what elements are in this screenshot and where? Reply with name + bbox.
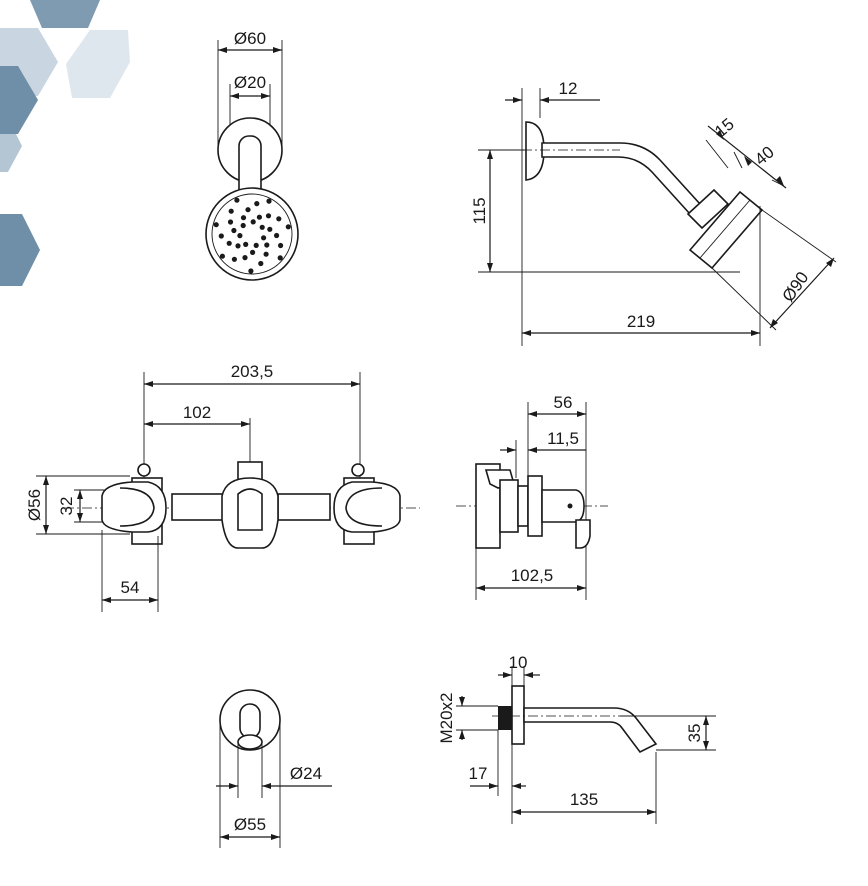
nozzle-dot <box>227 219 234 225</box>
dim-drop: 35 <box>685 724 704 743</box>
nozzle-dot <box>237 233 243 239</box>
nozzle-dot <box>250 219 256 225</box>
spout-pipe <box>523 707 658 754</box>
dim-flange-width: 12 <box>559 79 578 98</box>
dim-center-height: 32 <box>57 497 76 516</box>
nozzle-dot <box>274 232 280 239</box>
shower-head-front-view: Ø60 Ø20 <box>205 29 299 281</box>
nozzle-dot <box>265 213 272 219</box>
nozzle-dot <box>285 224 291 230</box>
dim-inner-diameter: Ø20 <box>234 73 266 92</box>
dim-thread-length: 17 <box>469 764 488 783</box>
body-pipe-right <box>277 493 331 521</box>
arm-joint <box>686 188 730 230</box>
nozzle-dot <box>213 222 219 228</box>
nozzle-dot <box>276 216 282 222</box>
nozzle-dot <box>259 224 265 230</box>
spout-front-view: Ø24 Ø55 <box>216 689 332 848</box>
shower-arm-side-view: 12 115 15 40 Ø90 219 <box>470 79 837 346</box>
dim-total-depth: 102,5 <box>511 566 554 585</box>
dim-offset: 11,5 <box>547 429 579 448</box>
nozzle-dot <box>245 207 251 213</box>
nozzle-dot <box>243 241 249 247</box>
dim-total-width: 203,5 <box>231 362 274 381</box>
dim-handle-diameter: Ø56 <box>25 489 44 521</box>
nozzle-dot <box>240 215 247 221</box>
nozzle-dot <box>277 255 283 261</box>
body-pipe-left <box>171 493 225 521</box>
dim-height: 115 <box>470 197 489 224</box>
nozzle-dot <box>219 253 225 259</box>
nozzle-dot <box>267 226 273 232</box>
nozzle-dot <box>266 198 272 204</box>
nozzle-dot <box>263 251 269 257</box>
dim-projection: 135 <box>570 790 598 809</box>
nozzle-dot <box>264 242 270 248</box>
nozzle-dot <box>234 197 240 203</box>
cover-plate <box>527 475 543 537</box>
mixer-front-view: 203,5 102 Ø56 32 <box>25 362 420 612</box>
dim-length: 219 <box>627 312 655 331</box>
dim-depth: 56 <box>554 393 573 412</box>
nozzle-dot <box>248 268 254 274</box>
nozzle-dot <box>228 208 234 214</box>
dim-angle-offset: 15 <box>711 114 738 141</box>
nozzle-dot <box>256 214 262 220</box>
nozzle-dot <box>258 260 264 267</box>
decorative-hexagon-pattern <box>0 0 130 286</box>
mixer-side-view: 56 11,5 102,5 <box>456 393 608 600</box>
nozzle-dot <box>278 242 284 249</box>
dim-outer-diameter: Ø60 <box>234 29 266 48</box>
nozzle-dot <box>242 255 248 261</box>
nozzle-dot <box>250 249 256 255</box>
spray-nozzles <box>213 197 291 274</box>
spout-side-view: 10 M20x2 35 17 135 <box>437 653 716 824</box>
thread-section <box>498 706 512 730</box>
dim-flange-diameter: Ø55 <box>234 815 266 834</box>
dim-thread: M20x2 <box>437 692 456 743</box>
nozzle-dot <box>261 235 267 241</box>
body-block <box>499 479 519 533</box>
handle-side <box>541 489 585 523</box>
nozzle-dot <box>240 222 246 229</box>
spout-outlet <box>237 734 263 750</box>
spout-wall-flange <box>511 685 525 745</box>
nozzle-dot <box>218 233 224 239</box>
nozzle-dot <box>231 227 237 234</box>
dim-handle-width: 54 <box>121 578 140 597</box>
dim-flange-thickness: 10 <box>509 653 528 672</box>
arm-pipe <box>541 142 702 216</box>
nozzle-dot <box>253 242 259 248</box>
dim-head-depth: 40 <box>751 142 778 169</box>
dim-spacing: 102 <box>183 403 211 422</box>
nozzle-dot <box>226 240 232 246</box>
nozzle-dot <box>231 256 237 262</box>
nozzle-dot <box>254 201 260 207</box>
dim-outlet-diameter: Ø24 <box>290 764 322 783</box>
nozzle-dot <box>235 243 241 249</box>
handle-lever <box>575 519 591 549</box>
spout-body <box>239 703 261 739</box>
